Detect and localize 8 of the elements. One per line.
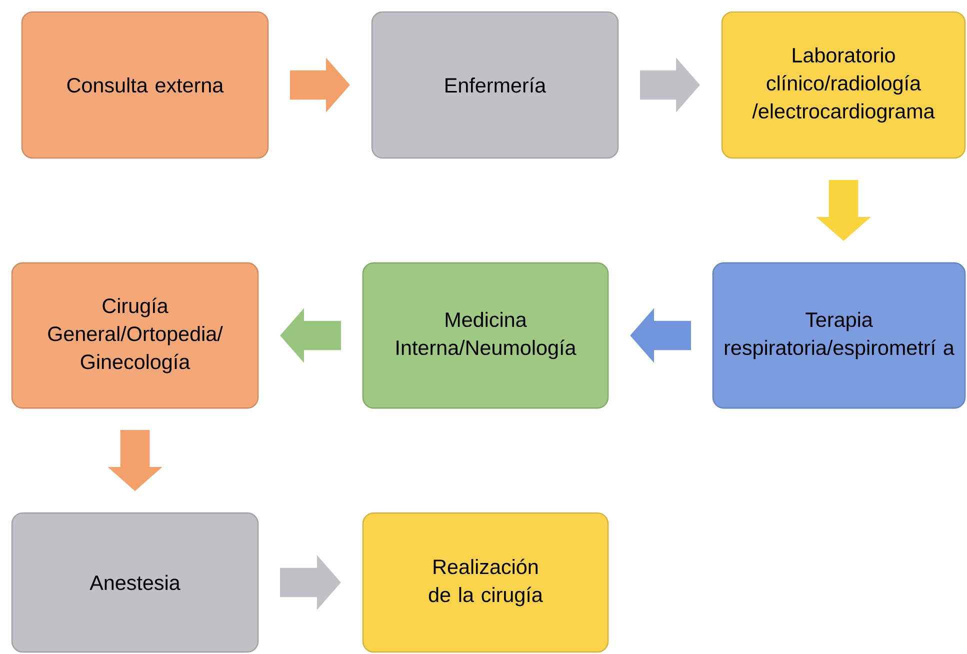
- process-box: Realización de la cirugía: [362, 512, 609, 653]
- process-box: Laboratorio clínico/radiología /electrocardiograma: [721, 11, 966, 159]
- process-box: Consulta externa: [21, 11, 269, 159]
- process-box: Terapia respiratoria/espirometrí a: [712, 262, 966, 409]
- process-box: Anestesia: [11, 512, 259, 653]
- process-box: Enfermería: [371, 11, 619, 159]
- process-box: Cirugía General/Ortopedia/ Ginecología: [11, 262, 259, 409]
- process-box: Medicina Interna/Neumología: [362, 262, 609, 409]
